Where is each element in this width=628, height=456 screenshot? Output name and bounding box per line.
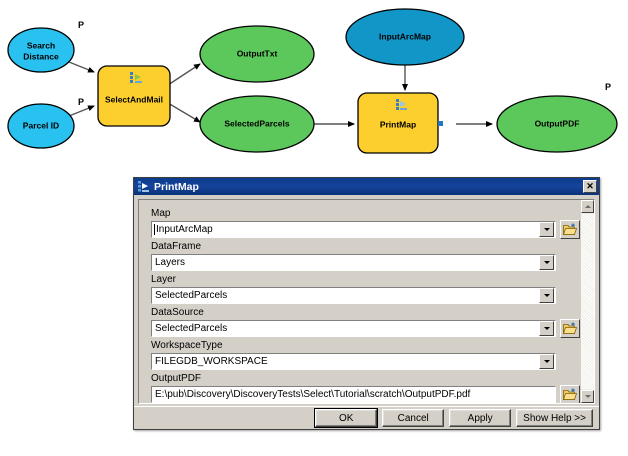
field-map: Map InputArcMap [151, 208, 580, 239]
field-layer: Layer SelectedParcels [151, 274, 580, 304]
parameters-scrollbar[interactable] [580, 200, 594, 403]
close-icon[interactable]: ✕ [583, 180, 597, 193]
dataframe-dropdown-arrow[interactable] [539, 255, 554, 270]
param-marker-output-pdf: P [605, 82, 611, 92]
field-label-workspacetype: WorkspaceType [151, 340, 223, 351]
field-dataframe: DataFrame Layers [151, 241, 580, 271]
node-label-selected-parcels: SelectedParcels [224, 118, 289, 128]
outputpdf-browse-button[interactable] [560, 385, 580, 403]
printmap-dialog: PrintMap ✕ Map InputArcMap [133, 177, 600, 430]
layer-dropdown-arrow[interactable] [539, 288, 554, 303]
open-folder-icon [563, 388, 577, 400]
node-label-search-distance-line2: Distance [23, 51, 59, 61]
field-workspacetype: WorkspaceType FILEGDB_WORKSPACE [151, 340, 580, 370]
geoprocessing-tool-icon [138, 181, 149, 192]
diagram-node-search-distance[interactable]: Search Distance P [7, 20, 84, 73]
script-tool-icon-select-and-mail [130, 72, 142, 83]
apply-button[interactable]: Apply [449, 409, 512, 427]
open-folder-icon [563, 223, 577, 235]
scrollbar-track[interactable] [581, 214, 594, 389]
node-label-output-txt: OutputTxt [237, 48, 278, 58]
edge-selectandmail-to-selectedparcels [167, 102, 201, 123]
field-datasource: DataSource SelectedParcels [151, 307, 580, 338]
field-label-outputpdf: OutputPDF [151, 373, 202, 384]
workspacetype-input[interactable]: FILEGDB_WORKSPACE [151, 353, 556, 370]
dataframe-input-value: Layers [155, 256, 186, 268]
scroll-up-arrow-icon[interactable] [581, 200, 594, 213]
dialog-titlebar[interactable]: PrintMap ✕ [134, 178, 599, 195]
diagram-node-print-map[interactable]: PrintMap [357, 92, 443, 154]
workspacetype-input-value: FILEGDB_WORKSPACE [155, 355, 268, 367]
map-input[interactable]: InputArcMap [151, 221, 556, 238]
outputpdf-input-value: E:\pub\Discovery\DiscoveryTests\Select\T… [155, 388, 471, 400]
dialog-title: PrintMap [154, 180, 199, 193]
dialog-button-bar: OK Cancel Apply Show Help >> [134, 406, 599, 429]
output-port-print-map [438, 121, 443, 126]
open-folder-icon [563, 322, 577, 334]
parameters-list: Map InputArcMap [139, 200, 580, 403]
field-label-layer: Layer [151, 274, 177, 285]
diagram-node-output-pdf[interactable]: OutputPDF P [496, 82, 618, 153]
datasource-dropdown-arrow[interactable] [539, 321, 554, 336]
node-label-parcel-id: Parcel ID [23, 120, 59, 130]
node-label-output-pdf: OutputPDF [535, 118, 580, 128]
param-marker-parcel-id: P [78, 97, 84, 107]
layer-input-value: SelectedParcels [155, 289, 228, 301]
diagram-node-input-arcmap[interactable]: InputArcMap [345, 8, 465, 66]
scroll-down-arrow-icon[interactable] [581, 390, 594, 403]
outputpdf-input[interactable]: E:\pub\Discovery\DiscoveryTests\Select\T… [151, 386, 556, 403]
show-help-button[interactable]: Show Help >> [516, 409, 593, 427]
field-label-map: Map [151, 208, 171, 219]
field-outputpdf: OutputPDF E:\pub\Discovery\DiscoveryTest… [151, 373, 580, 403]
diagram-node-selected-parcels[interactable]: SelectedParcels [199, 95, 315, 153]
dialog-body: Map InputArcMap [134, 195, 599, 408]
cancel-button[interactable]: Cancel [382, 409, 445, 427]
model-diagram-canvas: Search Distance P Parcel ID P SelectAndM… [0, 0, 628, 175]
diagram-node-parcel-id[interactable]: Parcel ID P [7, 97, 84, 149]
ok-button[interactable]: OK [314, 408, 379, 428]
param-marker-search-distance: P [78, 20, 84, 30]
edge-selectandmail-to-outputtxt [167, 63, 201, 86]
parameters-frame: Map InputArcMap [138, 199, 595, 404]
map-dropdown-arrow[interactable] [539, 222, 554, 237]
diagram-node-output-txt[interactable]: OutputTxt [199, 25, 315, 83]
datasource-input-value: SelectedParcels [155, 322, 228, 334]
script-tool-icon-print-map [396, 99, 407, 110]
node-label-input-arcmap: InputArcMap [379, 31, 431, 41]
workspacetype-dropdown-arrow[interactable] [539, 354, 554, 369]
layer-input[interactable]: SelectedParcels [151, 287, 556, 304]
node-label-print-map: PrintMap [380, 119, 416, 129]
map-input-value: InputArcMap [156, 223, 213, 235]
datasource-input[interactable]: SelectedParcels [151, 320, 556, 337]
diagram-node-select-and-mail[interactable]: SelectAndMail [97, 65, 171, 127]
dataframe-input[interactable]: Layers [151, 254, 556, 271]
node-label-select-and-mail: SelectAndMail [105, 94, 163, 104]
text-caret [154, 224, 155, 235]
field-label-dataframe: DataFrame [151, 241, 202, 252]
node-label-search-distance-line1: Search [27, 40, 55, 50]
datasource-browse-button[interactable] [560, 319, 580, 338]
map-browse-button[interactable] [560, 220, 580, 239]
field-label-datasource: DataSource [151, 307, 204, 318]
